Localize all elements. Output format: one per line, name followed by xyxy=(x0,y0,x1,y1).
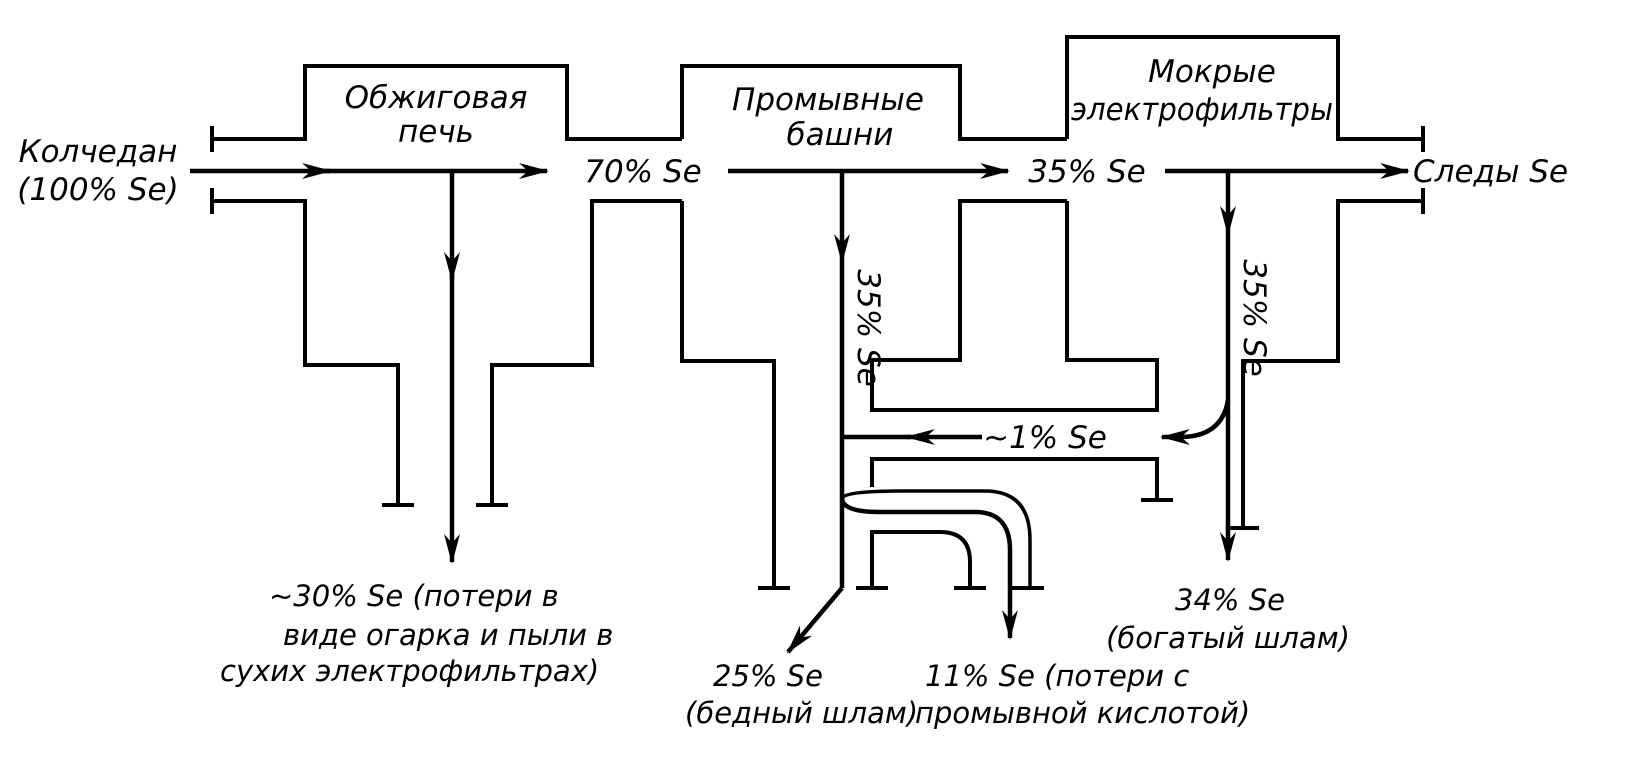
input-label-line2: (100% Se) xyxy=(17,172,178,208)
rich-sludge-line1: 34% Se xyxy=(1175,583,1285,617)
precip-down-label: 35% Se xyxy=(1236,259,1272,377)
rich-sludge-line2: (богатый шлам) xyxy=(1106,621,1350,655)
settling-tank xyxy=(856,457,1173,590)
furnace-loss-line3: сухих электрофильтрах) xyxy=(220,654,599,688)
washing-towers-unit xyxy=(680,64,1159,590)
towers-title-line2: башни xyxy=(787,117,894,153)
poor-sludge-arrow xyxy=(786,586,844,654)
output-traces-label: Следы Se xyxy=(1413,154,1568,190)
furnace-title-line2: печь xyxy=(398,114,474,150)
precip-title-line2: электрофильтры xyxy=(1071,92,1333,128)
acid-loss-duct xyxy=(839,489,1032,640)
furnace-loss-line2: виде огарка и пыли в xyxy=(283,618,613,652)
after-furnace-label: 70% Se xyxy=(584,154,702,190)
wet-precipitators-unit xyxy=(1065,35,1425,530)
furnace-unit xyxy=(210,64,682,507)
towers-down-label: 35% Se xyxy=(850,269,886,387)
acid-loss-line1: 11% Se (потери с xyxy=(925,659,1189,693)
input-label-line1: Колчедан xyxy=(19,134,178,170)
furnace-loss-line1: ~30% Se (потери в xyxy=(269,579,559,613)
precip-title-line1: Мокрые xyxy=(1148,54,1276,90)
after-towers-label: 35% Se xyxy=(1028,154,1146,190)
poor-sludge-line1: 25% Se xyxy=(713,659,823,693)
towers-title-line1: Промывные xyxy=(732,82,924,118)
furnace-title-line1: Обжиговая xyxy=(345,80,528,116)
acid-loss-line2: промывной кислотой) xyxy=(915,696,1250,730)
recycle-label: ~1% Se xyxy=(983,420,1107,456)
poor-sludge-line2: (бедный шлам) xyxy=(685,696,918,730)
